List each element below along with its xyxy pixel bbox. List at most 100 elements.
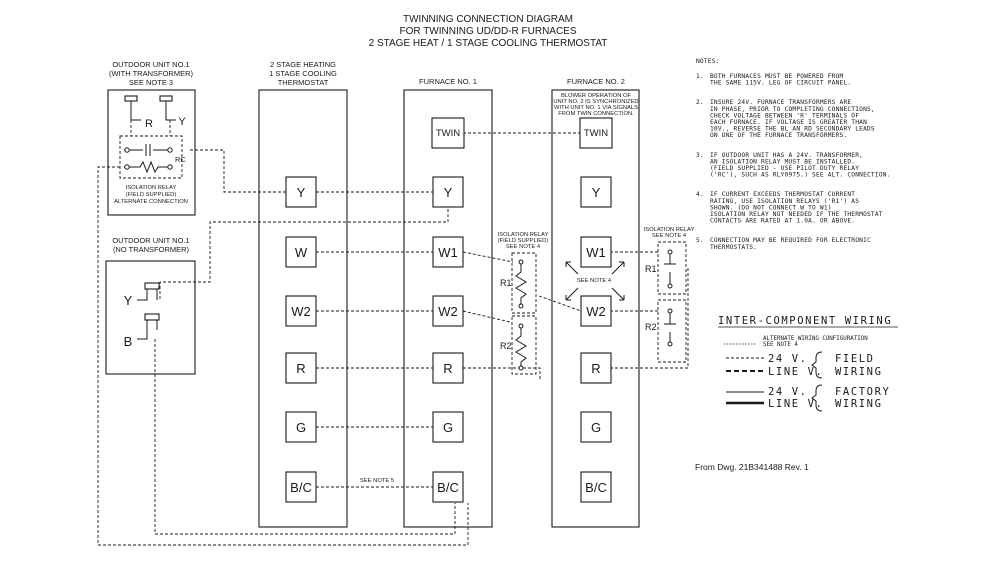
see-note-4-callout: SEE NOTE 4 [565,261,625,301]
furnace-2: FURNACE NO. 2 BLOWER OPERATION OF UNIT N… [551,77,640,528]
note-5-number: 5. [696,237,704,244]
furnace-1-terminal-y-box [432,176,464,208]
isolation-relay-alt-box [119,135,183,179]
title-line-2: FOR TWINNING UD/DD-R FURNACES [399,26,576,37]
furnace-1-terminal-w2-label: W2 [438,304,458,319]
furnace-2-terminal-r-box [580,352,612,384]
note-2-line: EACH FURNACE. IF VOLTAGE IS GREATER THAN [710,119,867,126]
note-4-line: ISOLATION RELAY NOT NEEDED IF THE THERMO… [710,211,883,218]
arrow-up-left [565,261,579,275]
furnace-1-terminal-bc-label: B/C [437,480,459,495]
terminal-y-wire [165,100,176,121]
note-2-number: 2. [696,99,704,106]
note-2-line: ON ONE OF THE FURNACE TRANSFORMERS. [710,132,847,139]
relay-node [518,365,524,371]
wire-b-common [154,339,456,535]
relay-left-r1-coil [515,262,527,306]
outdoor-unit-1-note: SEE NOTE 3 [129,78,173,87]
blower-note-3: WITH UNIT NO. 1 VIA SIGNALS [554,105,638,111]
furnace-2-terminal-w1-label: W1 [586,245,606,260]
furnace-2-terminal-r-label: R [591,361,600,376]
furnace-1: FURNACE NO. 1 [403,77,493,528]
note-4-number: 4. [696,191,704,198]
wire-w1-r1 [462,251,514,263]
relay-right-label-1: ISOLATION RELAY [644,227,695,233]
note-3-line: ('RC'), SUCH AS RLY0975.) SEE ALT. CONNE… [710,172,891,179]
furnace-2-label: FURNACE NO. 2 [567,77,625,86]
note-3-number: 3. [696,152,704,159]
relay-right-r2-contact [664,311,676,344]
wiring-legend: INTER-COMPONENT WIRING ALTERNATE WIRING … [718,315,898,412]
outdoor-unit-1-label: OUTDOOR UNIT NO.1 [112,60,189,69]
note-4-line: CONTACTS ARE RATED AT 1.0A. OR ABOVE. [710,218,855,225]
furnace-1-terminal-w1-label: W1 [438,245,458,260]
thermostat-terminal-r-label: R [296,361,305,376]
relay-right-r1-contact [664,252,676,286]
relay-left-r1-box [511,252,537,314]
wire-y-outdoor [159,209,449,300]
thermostat: 2 STAGE HEATING 1 STAGE COOLING THERMOST… [258,60,348,528]
relay-node [667,283,673,289]
blower-note-1: BLOWER OPERATION OF [561,93,632,99]
thermostat-label-3: THERMOSTAT [278,78,329,87]
terminal-y-post [159,95,173,102]
relay-node [167,147,173,153]
relay-rc-label: RC [175,155,186,164]
terminal-y-label: Y [178,116,186,128]
thermostat-terminal-w-box [285,236,317,268]
legend-field-2: WIRING [835,366,883,378]
notes-list: 1.BOTH FURNACES MUST BE POWERED FROMTHE … [696,73,891,251]
legend-alt-text-2: SEE NOTE 4 [763,342,798,348]
relay-right-r1-label: R1 [645,264,657,274]
relay-node [518,323,524,329]
legend-factory-1: FACTORY [835,386,890,398]
furnace-1-box [403,89,493,528]
relay-node [667,308,673,314]
furnace-1-label: FURNACE NO. 1 [419,77,477,86]
relay-node [124,164,130,170]
legend-24v-field: 24 V. [768,353,808,365]
notes-block: NOTES: 1.BOTH FURNACES MUST BE POWERED F… [696,58,891,251]
terminal-r-post [124,95,138,102]
relay-coil [124,160,172,174]
legend-factory-brace [811,384,823,412]
drawing-reference: From Dwg. 21B341488 Rev. 1 [695,462,809,472]
wire-relay-y [190,149,286,193]
note-5-line: CONNECTION MAY BE REQUIRED FOR ELECTRONI… [710,237,871,244]
relay-left-r1-label: R1 [500,278,512,288]
note-2-line: 10V., REVERSE THE BL AN RD SECONDARY LEA… [710,126,875,133]
furnace-1-terminal-r-box [432,352,464,384]
relay-node [518,259,524,265]
terminal-y-cap [144,282,160,290]
wire-r1-w2 [538,295,582,312]
outdoor-unit-no-transformer: OUTDOOR UNIT NO.1 (NO TRANSFORMER) Y B [105,236,196,375]
wire-outer-loop [97,166,469,546]
relay-left-r2-coil [515,326,527,368]
relay-right-r2-label: R2 [645,322,657,332]
note-1-line: BOTH FURNACES MUST BE POWERED FROM [710,73,844,80]
thermostat-terminal-r-box [285,352,317,384]
relay-contact [124,144,172,156]
thermostat-terminal-g-label: G [296,420,306,435]
isolation-relay-left: ISOLATION RELAY (FIELD SUPPLIED) SEE NOT… [498,232,548,375]
blower-note-2: UNIT NO. 2 IS SYNCHRONIZED [553,99,638,105]
legend-linev-factory: LINE V. [768,398,823,410]
furnace-1-terminal-twin-box [431,117,465,149]
arrow-up-right [611,261,625,275]
relay-left-r2-label: R2 [500,341,512,351]
furnace-2-terminal-twin-label: TWIN [584,128,608,139]
furnace-1-terminal-y-label: Y [444,185,453,200]
legend-field-brace [811,351,823,379]
see-note-4-label: SEE NOTE 4 [577,278,612,284]
furnace-1-terminal-g-box [432,411,464,443]
furnace-2-terminal-g-box [580,411,612,443]
note-5-line: THERMOSTATS. [710,244,757,251]
thermostat-label-2: 1 STAGE COOLING [269,69,337,78]
terminal-b-post [137,317,158,340]
outdoor-unit-2-sub: (NO TRANSFORMER) [113,245,190,254]
thermostat-terminal-w2-label: W2 [291,304,311,319]
furnace-1-terminal-r-label: R [443,361,452,376]
outdoor-unit-2-box [105,260,196,375]
